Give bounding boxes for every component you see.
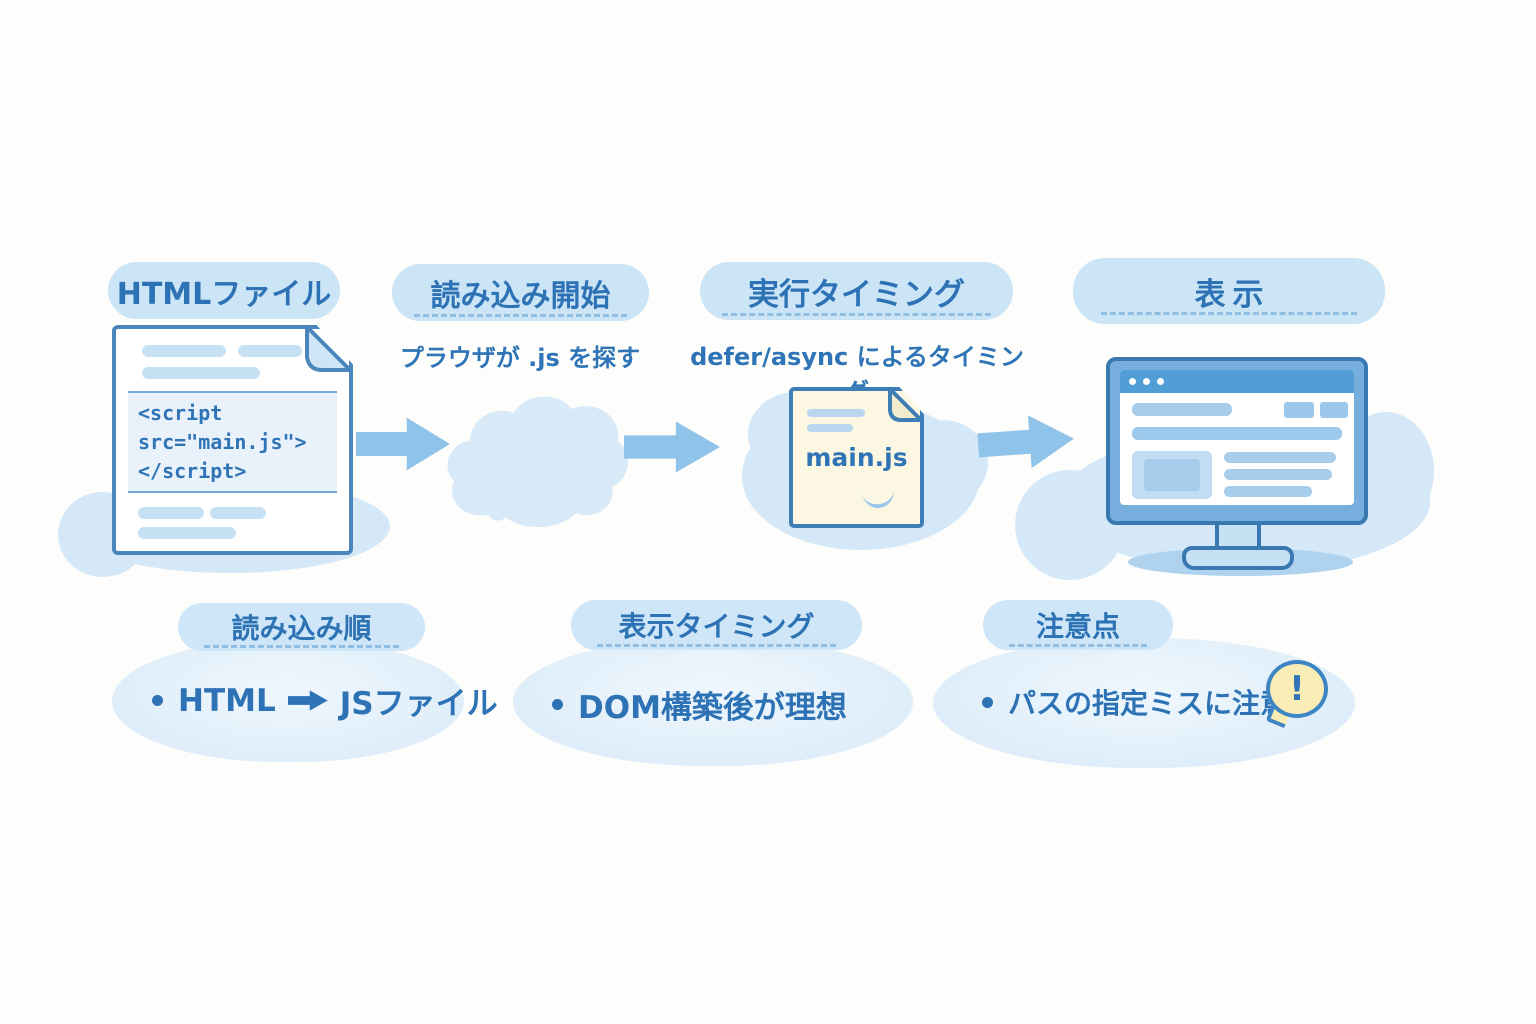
bullet-text: パスの指定ミスに注意 <box>1008 687 1289 720</box>
image-placeholder-inner <box>1144 459 1200 491</box>
code-line: <script <box>138 401 223 425</box>
content-placeholder-bar <box>1224 452 1336 463</box>
stage-label: 読み込み開始 <box>430 278 611 314</box>
page-fold-icon <box>888 387 924 423</box>
pen-stroke-decoration <box>862 489 896 510</box>
stage-pill-html-file: HTMLファイル <box>108 262 340 319</box>
text-placeholder-bar <box>138 507 204 519</box>
note-title-load-order: 読み込み順 <box>178 603 425 651</box>
bullet-dot-icon <box>152 695 163 706</box>
content-placeholder-bar <box>1132 403 1232 416</box>
window-dot-icon <box>1143 378 1150 385</box>
browser-title-bar <box>1120 370 1354 393</box>
content-placeholder-bar <box>1132 427 1342 440</box>
exclamation-glyph: ! <box>1289 669 1305 709</box>
content-placeholder-bar <box>1320 402 1348 418</box>
dashed-underline <box>414 314 627 317</box>
note-title-caution: 注意点 <box>983 600 1173 650</box>
window-dot-icon <box>1129 378 1136 385</box>
dashed-underline <box>722 313 991 316</box>
subtitle-browser-finds-js: プラウザが .js を探す <box>399 344 641 372</box>
main-js-file-illustration: main.js <box>789 387 924 528</box>
stage-label: HTMLファイル <box>116 276 332 312</box>
flow-arrow-icon <box>624 421 720 473</box>
content-placeholder-bar <box>1224 469 1332 480</box>
stage-label: 実行タイミング <box>748 276 965 313</box>
stage-pill-exec-timing: 実行タイミング <box>700 262 1013 320</box>
arrow-right-icon <box>287 690 328 711</box>
note-title-text: 注意点 <box>1035 610 1120 643</box>
text-placeholder-bar <box>807 424 853 432</box>
note-title-text: 読み込み順 <box>231 612 372 645</box>
dashed-underline <box>1009 644 1147 647</box>
js-filename: main.js <box>805 443 908 472</box>
bullet-dot-icon <box>982 696 993 708</box>
bullet-dot-icon <box>552 699 563 710</box>
monitor-stand-base <box>1182 546 1294 570</box>
flow-arrow-icon <box>976 409 1076 476</box>
bullet-text-left: HTML <box>178 682 276 719</box>
note-bubble-display-timing <box>513 638 913 766</box>
bullet-text-right: JSファイル <box>339 686 498 722</box>
subtitle-rest: によるタイミング <box>845 343 1024 406</box>
content-placeholder-bar <box>1224 486 1312 497</box>
dashed-underline <box>204 645 399 648</box>
text-placeholder-bar <box>807 409 865 417</box>
page-fold-icon <box>305 325 353 373</box>
monitor-illustration <box>1106 357 1368 525</box>
note-title-text: 表示タイミング <box>618 610 815 643</box>
html-file-illustration: <script src="main.js"> </script> <box>112 325 353 555</box>
note-bullet-load-order: HTML JSファイル <box>152 678 498 723</box>
text-placeholder-bar <box>142 367 260 379</box>
browser-window <box>1120 370 1354 505</box>
note-bullet-display-timing: DOM構築後が理想 <box>552 682 847 727</box>
code-line: </script> <box>138 459 247 483</box>
text-placeholder-bar <box>238 345 302 357</box>
exclamation-bubble-icon: ! <box>1266 660 1328 718</box>
divider <box>128 391 337 393</box>
bullet-text: DOM構築後が理想 <box>578 690 847 726</box>
window-dot-icon <box>1157 378 1164 385</box>
stage-pill-load-start: 読み込み開始 <box>392 264 649 321</box>
note-title-display-timing: 表示タイミング <box>571 600 862 650</box>
stage-label: 表示 <box>1194 276 1271 313</box>
note-bullet-caution: パスの指定ミスに注意 <box>982 682 1288 722</box>
text-placeholder-bar <box>210 507 266 519</box>
dashed-underline <box>1101 312 1357 315</box>
network-cloud-icon <box>447 396 629 528</box>
dashed-underline <box>597 644 836 647</box>
code-line: src="main.js"> <box>138 430 307 454</box>
content-placeholder-bar <box>1284 402 1314 418</box>
text-placeholder-bar <box>138 527 236 539</box>
divider <box>128 491 337 493</box>
defer-async-keyword: defer/async <box>690 343 849 371</box>
script-tag-code: <script src="main.js"> </script> <box>128 393 337 491</box>
subtitle-defer-async: defer/async によるタイミング <box>687 337 1027 407</box>
stage-pill-display: 表示 <box>1073 258 1385 324</box>
text-placeholder-bar <box>142 345 226 357</box>
